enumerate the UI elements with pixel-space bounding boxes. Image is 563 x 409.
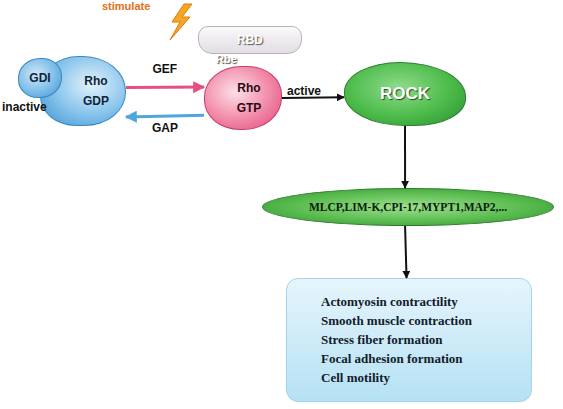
node-text: Smooth muscle contraction [321,313,472,329]
node-text: Rho [84,74,107,88]
gdi-blob: GDI [18,58,62,98]
node-text: Rho [237,81,260,95]
rbd-box: RBD [198,26,302,54]
node-text: RBD [237,33,263,47]
arrow-connector [126,86,204,89]
arrow-connector [405,226,406,278]
state-label: active [287,84,321,98]
arrow-connector [404,126,406,188]
node-text: MLCP,LIM-K,CPI-17,MYPT1,MAP2,... [309,201,507,213]
state-label: inactive [2,100,47,114]
arrow-connector [282,96,344,99]
stimulus-label: stimulate [102,0,150,12]
rock-blob: ROCK [344,62,466,126]
binding-label: Rbe [216,53,237,65]
edge-label: GAP [152,121,178,135]
active-rho-blob: RhoGTP [204,66,282,130]
node-text: GTP [237,101,262,115]
node-text: Stress fiber formation [321,332,443,348]
edge-label: GEF [153,62,178,76]
node-text: ROCK [380,84,430,104]
arrow-connector [126,115,204,117]
node-text: GDI [29,71,50,85]
node-text: Focal adhesion formation [321,351,463,367]
substrate-ellipse: MLCP,LIM-K,CPI-17,MYPT1,MAP2,... [262,188,554,226]
effects-box: Actomyosin contractilitySmooth muscle co… [286,278,532,402]
lightning-bolt [170,4,192,40]
node-text: Actomyosin contractility [321,294,458,310]
node-text: GDP [83,94,109,108]
node-text: Cell motility [321,370,390,386]
